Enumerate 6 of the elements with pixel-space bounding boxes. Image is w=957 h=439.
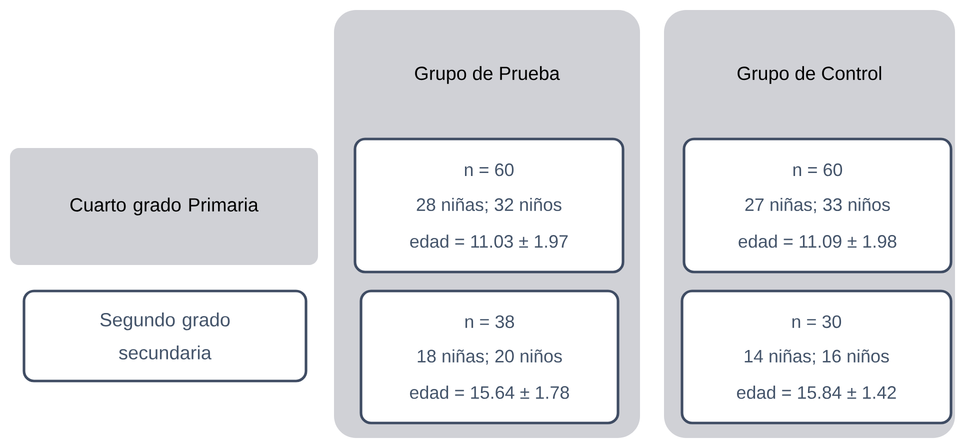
data-box: Segundo grado secundaria	[22, 290, 308, 382]
data-box: n = 38 18 niñas; 20 niños edad = 15.64 ± 1.78	[360, 290, 620, 424]
data-box: n = 60 28 niñas; 32 niños edad = 11.03 ± 1.97	[354, 138, 624, 274]
data-box: n = 60 27 niñas; 33 niños edad = 11.09 ± 1.98	[682, 138, 952, 274]
data-box: n = 30 14 niñas; 16 niños edad = 15.84 ± 1.42	[680, 290, 952, 424]
grade-box: Cuarto grado Primaria	[10, 148, 318, 265]
